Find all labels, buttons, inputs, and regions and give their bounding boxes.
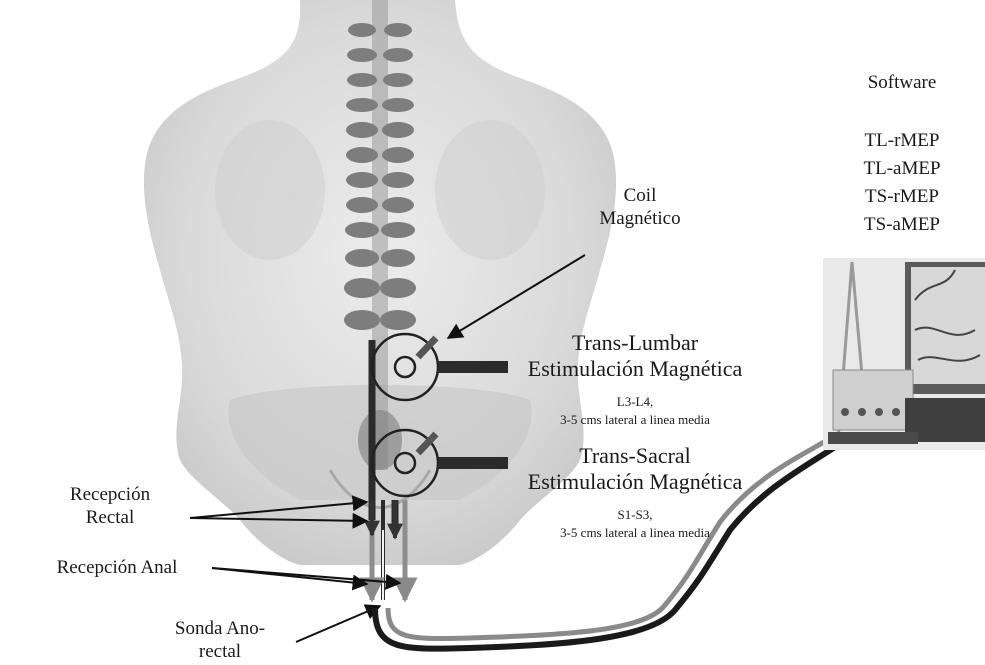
trans-lumbar-title: Trans-Lumbar Estimulación Magnética bbox=[490, 330, 780, 383]
rectal-reception-label: Recepción Rectal bbox=[45, 484, 175, 530]
software-mode: TL-rMEP bbox=[842, 128, 962, 154]
trans-sacral-detail: S1-S3, 3-5 cms lateral a linea media bbox=[490, 506, 780, 541]
software-title: Software bbox=[842, 70, 962, 96]
trans-sacral-title: Trans-Sacral Estimulación Magnética bbox=[490, 443, 780, 496]
software-mode: TS-rMEP bbox=[842, 184, 962, 210]
anal-reception-label: Recepción Anal bbox=[22, 557, 212, 580]
probe-arrow bbox=[296, 606, 380, 642]
computer-equipment bbox=[823, 258, 985, 450]
coil-label: Coil Magnético bbox=[575, 185, 705, 231]
trans-lumbar-detail: L3-L4, 3-5 cms lateral a linea media bbox=[490, 393, 780, 428]
anorectal-probe-label: Sonda Ano- rectal bbox=[150, 618, 290, 664]
software-mode: TS-aMEP bbox=[842, 212, 962, 238]
software-mode: TL-aMEP bbox=[842, 156, 962, 182]
